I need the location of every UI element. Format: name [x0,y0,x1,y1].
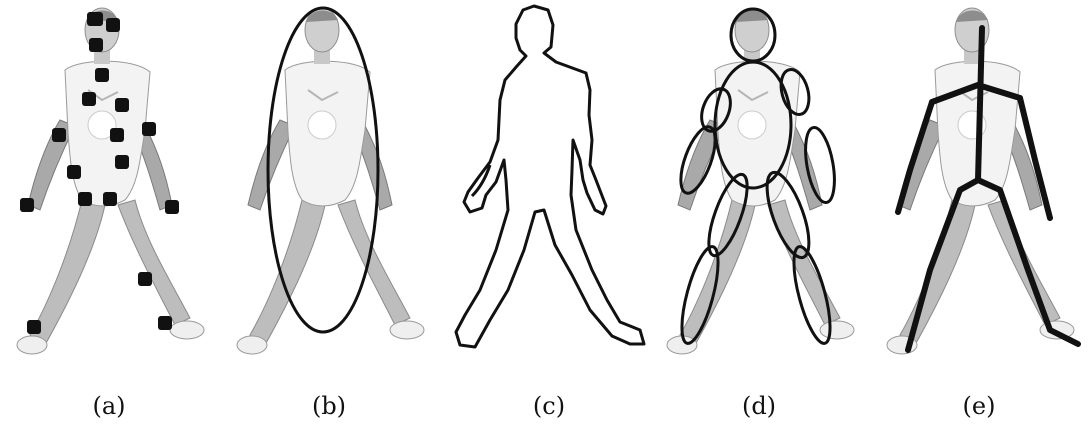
marker-sternum [110,128,124,142]
marker-left-ankle [27,320,41,334]
panel-a-point-markers: (a) [0,0,218,430]
panel-d-body-part-ellipses: (d) [650,0,868,430]
marker-head-top [87,12,103,26]
marker-right-elbow [142,122,156,136]
caption-d: (d) [650,392,868,420]
marker-left-hip [67,165,81,179]
marker-abdomen [115,155,129,169]
human-figure [17,8,204,354]
marker-left-shoulder [82,92,96,106]
human-figure [237,8,424,354]
marker-right-wrist [165,200,179,214]
spine-line [978,28,982,180]
figure-with-point-markers [0,0,218,370]
figure-with-part-ellipses [650,0,868,370]
panel-e-skeleton: (e) [870,0,1088,430]
marker-right-ankle [158,316,172,330]
marker-left-wrist [20,198,34,212]
figure-with-ellipse [220,0,438,370]
marker-right-knee [138,272,152,286]
caption-a: (a) [0,392,218,420]
marker-right-shoulder [115,98,129,112]
marker-right-pelvis [103,192,117,206]
marker-chin [89,38,103,52]
caption-e: (e) [870,392,1088,420]
panel-c-silhouette: (c) [440,0,658,430]
caption-c: (c) [440,392,658,420]
panel-b-ellipse: (b) [220,0,438,430]
caption-b: (b) [220,392,438,420]
marker-neck [95,68,109,82]
marker-left-elbow [52,128,66,142]
marker-head-right [106,18,120,32]
figure-with-skeleton [870,0,1088,370]
marker-left-pelvis [78,192,92,206]
silhouette-outline [440,0,658,370]
